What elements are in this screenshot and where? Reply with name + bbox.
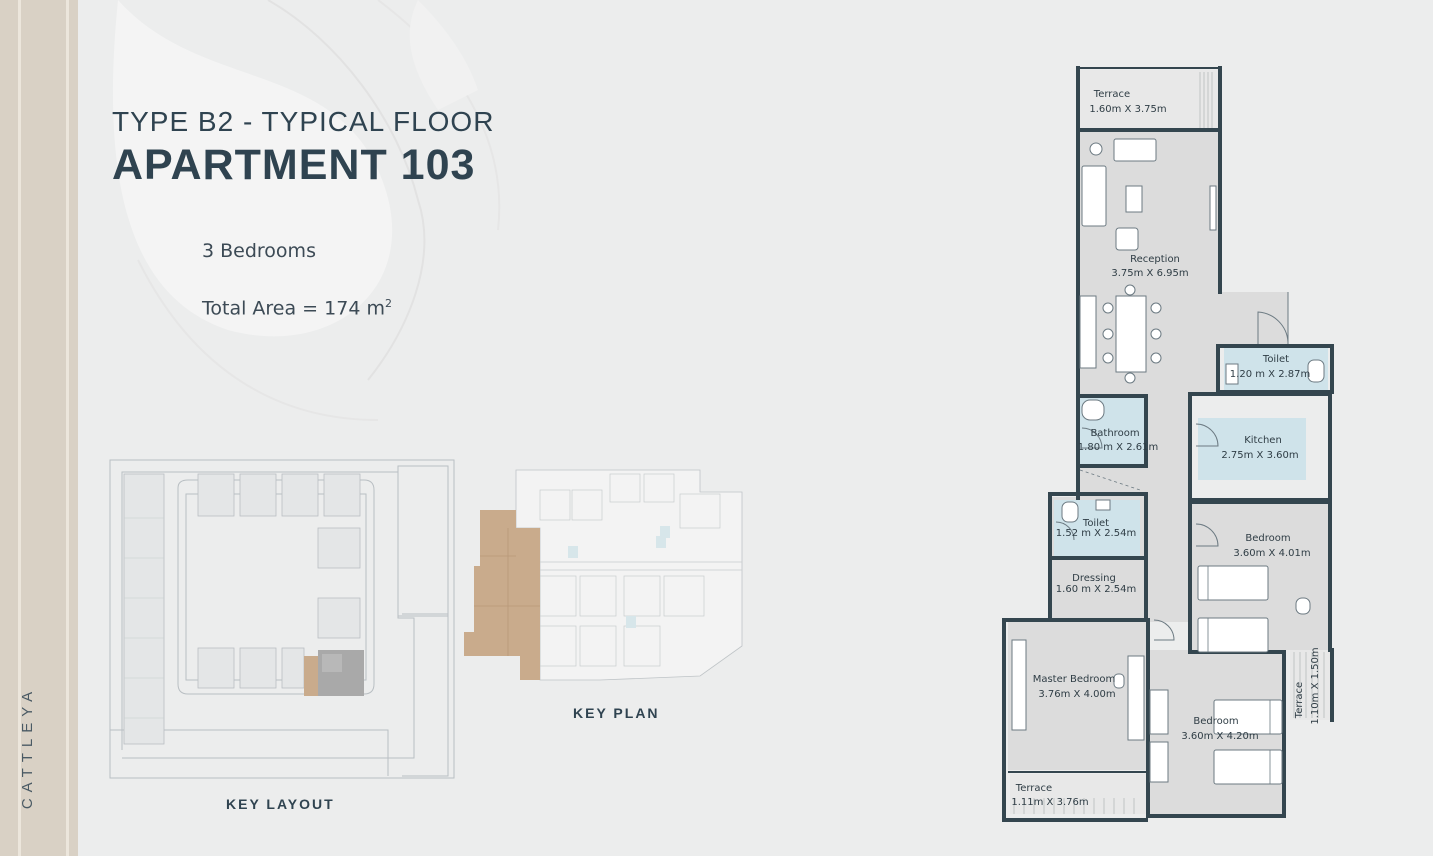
kitchen-dims: 2.75m X 3.60m xyxy=(1221,450,1298,461)
dressing-dims: 1.60 m X 2.54m xyxy=(1056,584,1136,595)
bedroom-bottom-name: Bedroom xyxy=(1193,716,1238,727)
bedroom-right-name: Bedroom xyxy=(1245,533,1290,544)
title-block: TYPE B2 - TYPICAL FLOOR APARTMENT 103 xyxy=(112,104,494,190)
dressing-name: Dressing xyxy=(1072,573,1116,584)
terrace-top-name: Terrace xyxy=(1093,89,1130,100)
total-area-value: Total Area = 174 m xyxy=(202,297,385,320)
background-leaf-pattern xyxy=(112,0,501,421)
kitchen-name: Kitchen xyxy=(1244,435,1282,446)
key-plan-label: KEY PLAN xyxy=(573,705,660,721)
terrace-top-dims: 1.60m X 3.75m xyxy=(1089,104,1166,115)
toilet-left-dims: 1.52 m X 2.54m xyxy=(1056,528,1136,539)
total-area: Total Area = 174 m2 xyxy=(202,297,392,319)
bedroom-bottom-dims: 3.60m X 4.20m xyxy=(1181,731,1258,742)
key-layout-label: KEY LAYOUT xyxy=(226,796,335,812)
apartment-title: APARTMENT 103 xyxy=(112,141,476,189)
toilet-right-dims: 1.20 m X 2.87m xyxy=(1230,369,1310,380)
terrace-bottom-dims: 1.11m X 3.76m xyxy=(1011,797,1088,808)
toilet-left-name: Toilet xyxy=(1082,518,1109,529)
bedroom-count: 3 Bedrooms xyxy=(202,240,316,262)
bathroom-dims: 1.80 m X 2.61m xyxy=(1078,442,1158,453)
terrace-bottom-name: Terrace xyxy=(1015,783,1052,794)
bathroom-name: Bathroom xyxy=(1090,428,1139,439)
key-plan-floor-diagram xyxy=(464,469,743,681)
toilet-right-name: Toilet xyxy=(1262,354,1289,365)
master-bedroom-dims: 3.76m X 4.00m xyxy=(1038,689,1115,700)
terrace-right-name: Terrace xyxy=(1294,682,1305,719)
floor-type-title: TYPE B2 - TYPICAL FLOOR xyxy=(112,106,495,137)
reception-name: Reception xyxy=(1130,254,1180,265)
reception-dims: 3.75m X 6.95m xyxy=(1111,268,1188,279)
bedroom-right-dims: 3.60m X 4.01m xyxy=(1233,548,1310,559)
brand-side-strip xyxy=(0,0,78,856)
area-unit-superscript: 2 xyxy=(384,297,392,310)
terrace-right-dims: 1.10m X 1.50m xyxy=(1310,647,1321,724)
master-bedroom-name: Master Bedroom xyxy=(1033,674,1116,685)
key-layout-site-plan xyxy=(109,459,455,779)
